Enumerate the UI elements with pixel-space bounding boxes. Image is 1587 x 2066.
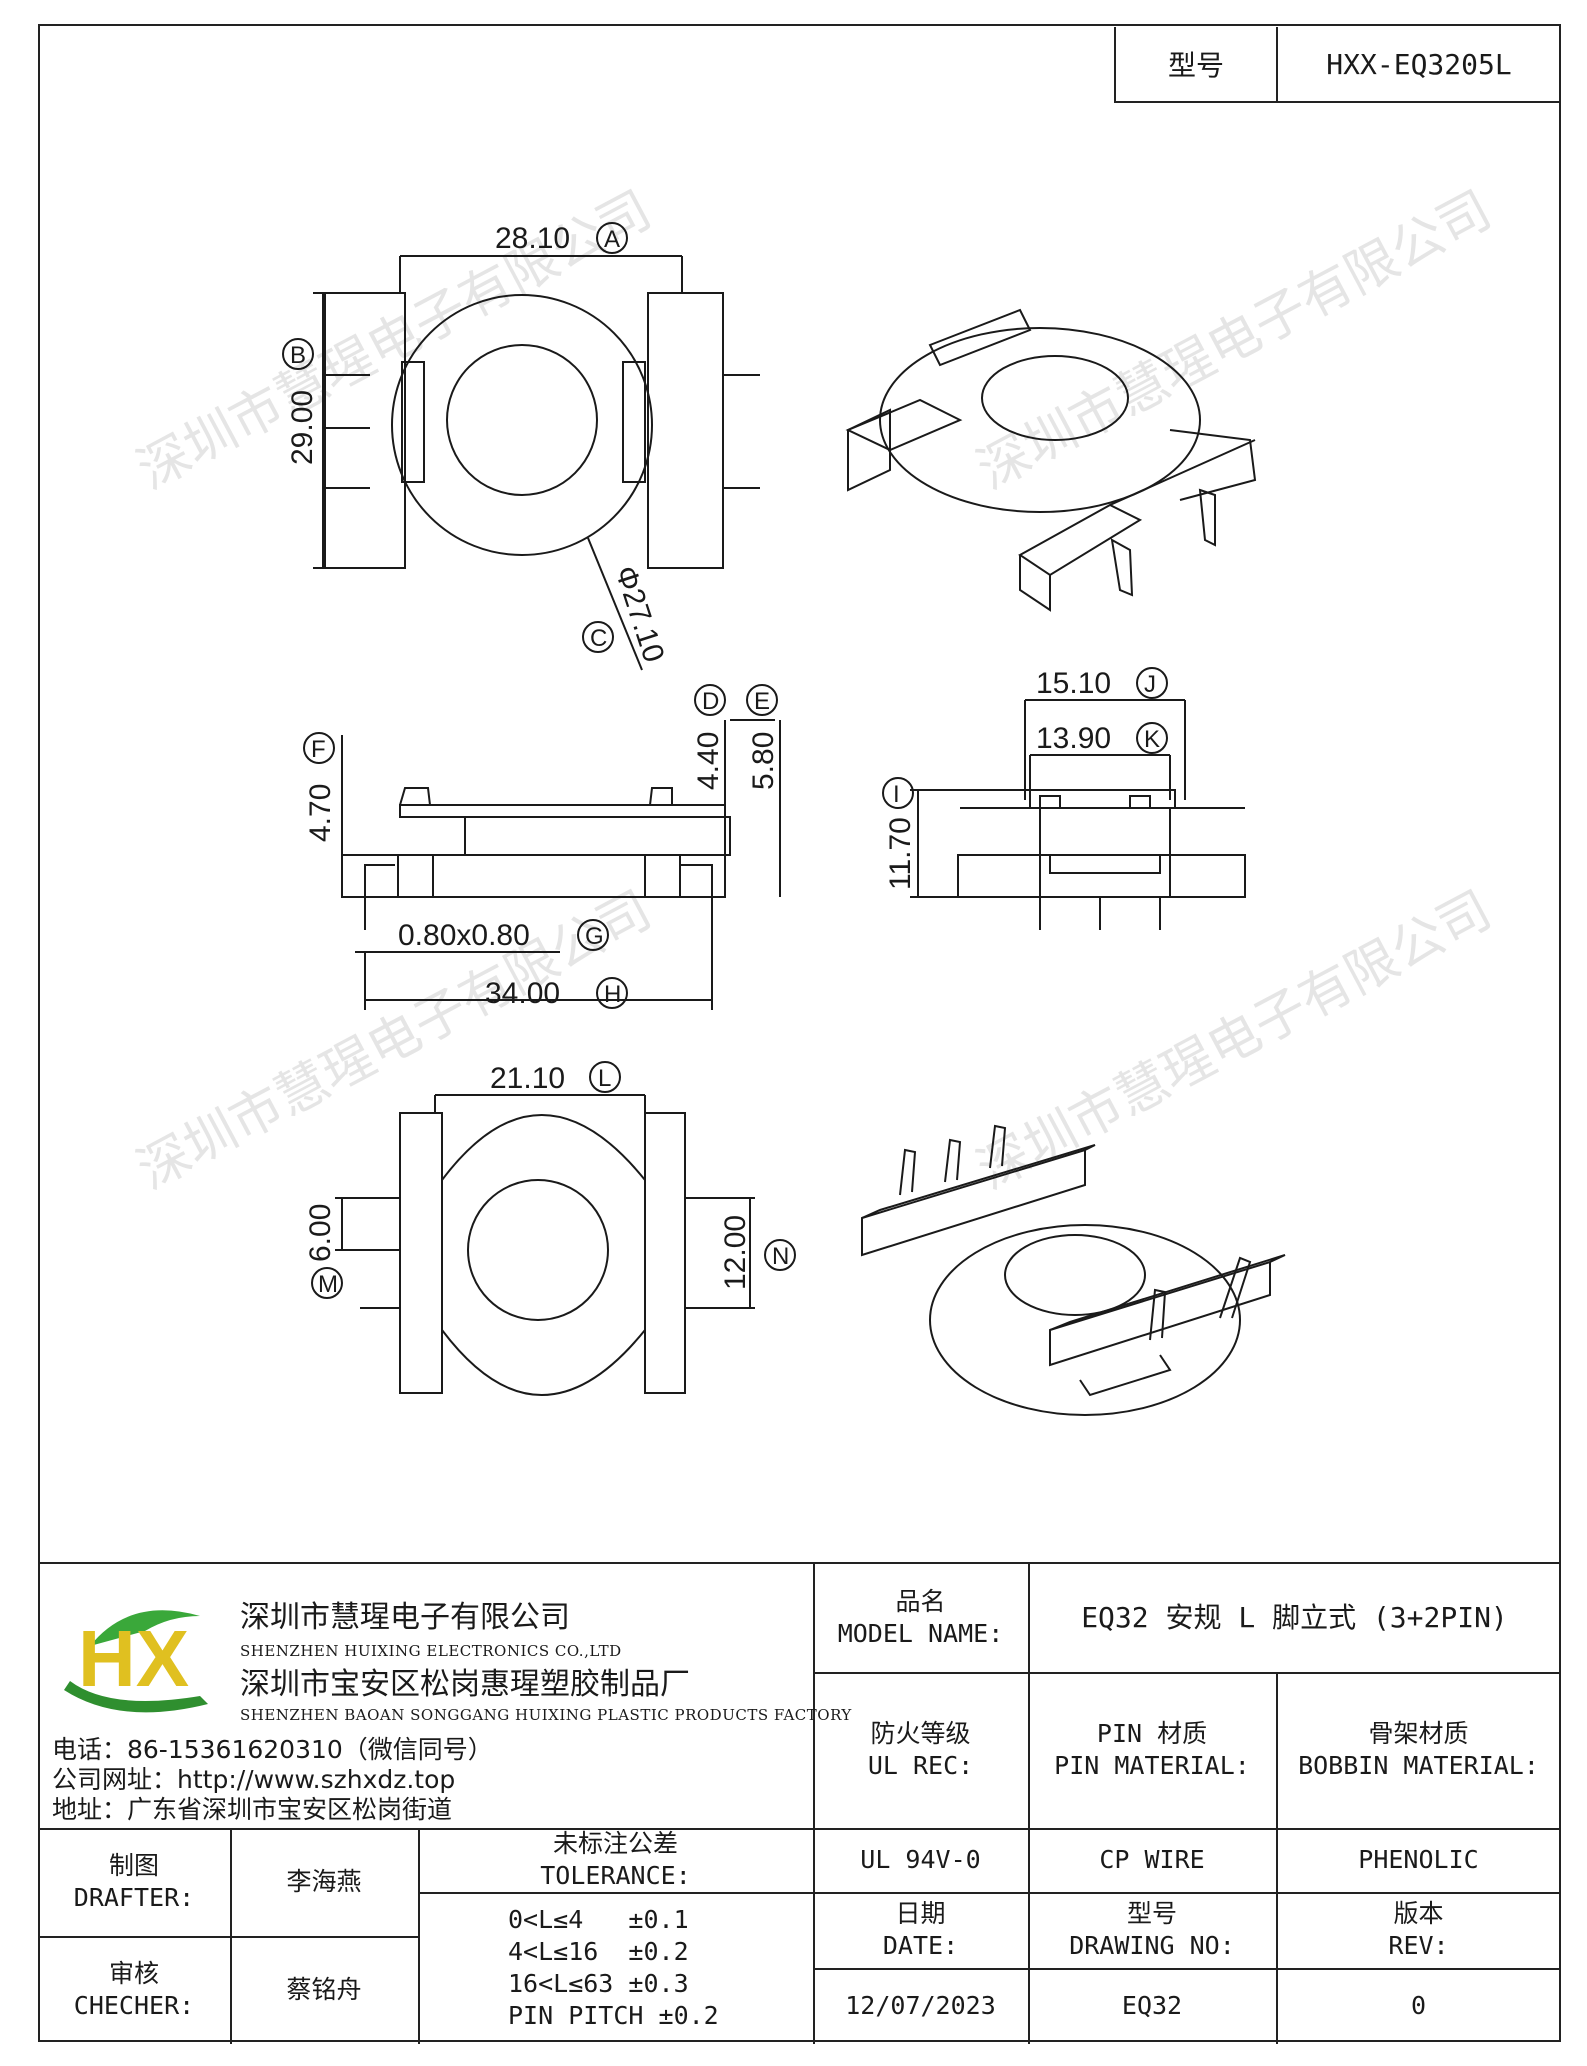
- pin-material-en: PIN MATERIAL:: [1054, 1751, 1250, 1780]
- drafter-cn: 制图: [108, 1851, 159, 1880]
- marker-b: B: [290, 342, 306, 369]
- model-name-en: MODEL NAME:: [837, 1619, 1004, 1648]
- dim-c-value: Φ27.10: [608, 562, 670, 666]
- model-name-cn: 品名: [895, 1587, 946, 1616]
- dim-m-value: 6.00: [304, 1204, 337, 1262]
- dim-f-value: 4.70: [304, 784, 337, 842]
- model-number-box: 型号 HXX-EQ3205L: [1114, 27, 1560, 103]
- dim-a-value: 28.10: [495, 222, 570, 255]
- tolerance-cn: 未标注公差: [552, 1829, 678, 1858]
- drawing-no-label: 型号 DRAWING NO:: [1028, 1892, 1276, 1968]
- date-cn: 日期: [895, 1899, 946, 1928]
- drawing-no-en: DRAWING NO:: [1069, 1931, 1235, 1960]
- marker-i: I: [893, 781, 900, 808]
- isometric-view-upper: [845, 308, 1257, 612]
- dim-b-value: 29.00: [286, 390, 319, 465]
- watermark-4: 深圳市慧瑆电子有限公司: [968, 880, 1501, 1202]
- marker-g: G: [585, 923, 604, 950]
- marker-c: C: [590, 625, 607, 652]
- watermark-3: 深圳市慧瑆电子有限公司: [128, 880, 661, 1202]
- isometric-view-lower: [861, 1124, 1286, 1416]
- model-name-value: EQ32 安规 L 脚立式 (3+2PIN): [1081, 1601, 1508, 1634]
- dim-i-value: 11.70: [884, 817, 917, 890]
- logo-text: HX: [78, 1614, 189, 1703]
- model-name-label: 品名 MODEL NAME:: [813, 1564, 1028, 1672]
- dim-d-value: 4.40: [692, 732, 725, 790]
- marker-n: N: [772, 1243, 789, 1270]
- bottom-view: [335, 1094, 755, 1396]
- dim-j-value: 15.10: [1036, 667, 1111, 700]
- marker-h: H: [604, 981, 621, 1008]
- watermarks: 深圳市慧瑆电子有限公司 深圳市慧瑆电子有限公司 深圳市慧瑆电子有限公司 深圳市慧…: [128, 180, 1501, 1202]
- front-view: [910, 699, 1246, 930]
- ul-rec-label: 防火等级 UL REC:: [813, 1672, 1028, 1828]
- marker-d: D: [702, 688, 719, 715]
- bobbin-material-value: PHENOLIC: [1358, 1845, 1479, 1874]
- marker-k: K: [1144, 726, 1160, 753]
- marker-j: J: [1144, 671, 1156, 698]
- rev-value: 0: [1410, 1991, 1427, 2020]
- drawing-sheet: [38, 24, 1561, 2042]
- dim-k-value: 13.90: [1036, 722, 1111, 755]
- tolerance-row-3: 16<L≤63 ±0.3: [508, 1969, 689, 1998]
- checker-en: CHECHER:: [73, 1991, 195, 2020]
- drafter-value: 李海燕: [286, 1867, 362, 1896]
- top-view: [313, 255, 760, 671]
- company-address: 地址：广东省深圳市宝安区松岗街道: [52, 1795, 453, 1824]
- model-value: HXX-EQ3205L: [1326, 47, 1512, 81]
- bobbin-material-cn: 骨架材质: [1368, 1719, 1469, 1748]
- date-en: DATE:: [882, 1931, 959, 1960]
- drafter-label: 制图 DRAFTER:: [38, 1828, 230, 1936]
- company-phone: 电话：86-15361620310（微信同号）: [52, 1735, 493, 1764]
- bobbin-material-label: 骨架材质 BOBBIN MATERIAL:: [1276, 1672, 1561, 1828]
- ul-rec-en: UL REC:: [867, 1751, 974, 1780]
- drawing-no-value: EQ32: [1121, 1991, 1183, 2020]
- tolerance-row-2: 4<L≤16 ±0.2: [508, 1937, 689, 1966]
- tolerance-values: 0<L≤4 ±0.1 4<L≤16 ±0.2 16<L≤63 ±0.3 PIN …: [418, 1892, 813, 2044]
- drawing-no-cn: 型号: [1126, 1899, 1177, 1928]
- marker-l: L: [598, 1065, 611, 1092]
- company-website: 公司网址：http://www.szhxdz.top: [52, 1765, 456, 1794]
- title-block: HX 深圳市慧瑆电子有限公司 SHENZHEN HUIXING ELECTRON…: [38, 1562, 1561, 2044]
- date-value: 12/07/2023: [845, 1991, 996, 2020]
- company-name-en: SHENZHEN HUIXING ELECTRONICS CO.,LTD: [240, 1642, 622, 1660]
- marker-a: A: [604, 226, 620, 253]
- pin-material-label: PIN 材质 PIN MATERIAL:: [1028, 1672, 1276, 1828]
- date-label: 日期 DATE:: [813, 1892, 1028, 1968]
- watermark-2: 深圳市慧瑆电子有限公司: [968, 180, 1501, 502]
- tolerance-label: 未标注公差 TOLERANCE:: [418, 1828, 813, 1892]
- pin-material-value: CP WIRE: [1099, 1845, 1205, 1874]
- dim-n-value: 12.00: [719, 1215, 752, 1290]
- rev-en: REV:: [1388, 1931, 1449, 1960]
- ul-rec-cn: 防火等级: [870, 1719, 971, 1748]
- tolerance-row-4: PIN PITCH ±0.2: [508, 2001, 719, 2030]
- dim-e-value: 5.80: [747, 732, 780, 790]
- dim-l-value: 21.10: [490, 1062, 565, 1095]
- model-label: 型号: [1116, 27, 1278, 101]
- dim-h-value: 34.00: [485, 977, 560, 1010]
- checker-cn: 审核: [108, 1959, 159, 1988]
- rev-label: 版本 REV:: [1276, 1892, 1561, 1968]
- marker-e: E: [754, 688, 770, 715]
- tolerance-en: TOLERANCE:: [540, 1861, 691, 1890]
- company-name-cn: 深圳市慧瑆电子有限公司: [240, 1600, 570, 1635]
- bobbin-material-en: BOBBIN MATERIAL:: [1298, 1751, 1539, 1780]
- dim-g-value: 0.80x0.80: [398, 919, 530, 952]
- tolerance-row-1: 0<L≤4 ±0.1: [508, 1905, 689, 1934]
- checker-label: 审核 CHECHER:: [38, 1936, 230, 2044]
- company-logo: HX: [64, 1610, 208, 1713]
- checker-value: 蔡铭舟: [286, 1975, 362, 2004]
- ul-rec-value: UL 94V-0: [860, 1845, 981, 1874]
- marker-m: M: [318, 1271, 338, 1298]
- drafter-en: DRAFTER:: [73, 1883, 195, 1912]
- side-view: [341, 719, 781, 1010]
- technical-drawing: 深圳市慧瑆电子有限公司 深圳市慧瑆电子有限公司 深圳市慧瑆电子有限公司 深圳市慧…: [128, 180, 1501, 1416]
- rev-cn: 版本: [1393, 1899, 1444, 1928]
- marker-f: F: [311, 736, 326, 763]
- factory-name-en: SHENZHEN BAOAN SONGGANG HUIXING PLASTIC …: [240, 1706, 852, 1724]
- factory-name-cn: 深圳市宝安区松岗惠瑆塑胶制品厂: [240, 1667, 690, 1702]
- pin-material-cn: PIN 材质: [1096, 1719, 1208, 1748]
- company-info: HX 深圳市慧瑆电子有限公司 SHENZHEN HUIXING ELECTRON…: [38, 1564, 851, 1828]
